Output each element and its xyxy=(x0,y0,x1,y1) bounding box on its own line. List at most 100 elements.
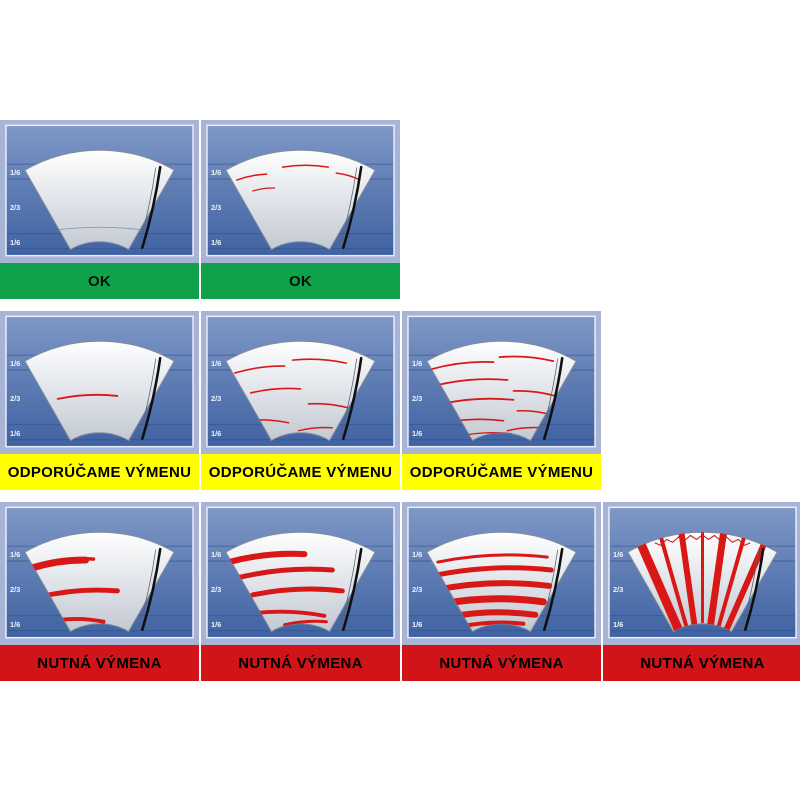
wiper-pattern-graphic: 1/6 2/3 1/6 xyxy=(206,315,395,448)
blade-shadow-line xyxy=(138,167,157,246)
wiper-blade-line xyxy=(341,356,363,441)
wiper-pattern-graphic: 1/6 2/3 1/6 xyxy=(608,506,797,639)
wiper-blade-line xyxy=(140,356,162,441)
wiper-pattern-graphic: 1/6 2/3 1/6 xyxy=(206,124,395,257)
wiper-pattern-graphic: 1/62/31/6 xyxy=(5,506,194,639)
scale-label: 2/3 xyxy=(613,585,623,594)
red-streak xyxy=(59,616,106,624)
red-streak xyxy=(659,536,688,627)
red-streak xyxy=(291,358,348,364)
blade-shadow-line xyxy=(339,167,358,246)
wiper-sweep-area xyxy=(24,149,175,251)
wiper-blade-line xyxy=(140,547,162,632)
scale-label: 2/3 xyxy=(211,585,221,594)
wiper-pattern-graphic: 1/6 2/3 1/6 xyxy=(5,124,194,257)
status-label: ODPORÚČAME VÝMENU xyxy=(0,454,199,490)
status-label: OK xyxy=(0,263,199,299)
scale-label: 1/6 xyxy=(412,550,422,559)
red-streak xyxy=(57,226,142,231)
red-streak xyxy=(432,580,553,593)
red-streak xyxy=(512,389,557,397)
red-streak xyxy=(436,553,549,564)
red-streak xyxy=(234,365,286,374)
wiper-blade-line xyxy=(140,165,162,250)
red-streak xyxy=(429,565,554,579)
scale-label: 2/3 xyxy=(412,585,422,594)
scale-label: 2/3 xyxy=(211,394,221,403)
scale-label: 2/3 xyxy=(10,203,20,212)
red-streak xyxy=(498,355,555,363)
scale-label: 1/6 xyxy=(211,359,221,368)
scale-label: 1/6 xyxy=(10,550,20,559)
scale-label: 1/6 xyxy=(211,550,221,559)
scale-label: 1/6 xyxy=(412,620,422,629)
red-streak xyxy=(678,532,698,626)
red-streak xyxy=(707,532,727,627)
red-streak xyxy=(436,378,509,386)
streak-marks xyxy=(637,532,767,632)
chatter-marks xyxy=(654,534,751,546)
scale-label: 1/6 xyxy=(211,168,221,177)
status-label: NUTNÁ VÝMENA xyxy=(402,645,601,681)
red-streak xyxy=(225,550,308,566)
red-streak xyxy=(236,173,268,181)
scale-label: 1/6 xyxy=(412,429,422,438)
scale-label: 1/6 xyxy=(211,429,221,438)
scale-label: 1/6 xyxy=(613,620,623,629)
red-streak xyxy=(252,187,276,192)
red-streak xyxy=(307,402,350,409)
scale-label: 1/6 xyxy=(211,238,221,247)
status-label: NUTNÁ VÝMENA xyxy=(0,645,199,681)
scale-label: 1/6 xyxy=(10,168,20,177)
red-streak xyxy=(335,172,359,180)
streak-marks xyxy=(429,553,554,629)
wiper-pattern-graphic: 1/6 2/3 1/6 xyxy=(206,506,395,639)
red-streak xyxy=(717,536,746,627)
blade-shadow-line xyxy=(339,549,358,628)
wiper-sweep-area xyxy=(426,340,577,442)
streak-marks xyxy=(236,164,359,192)
wiper-sweep-area xyxy=(24,531,175,633)
scale-label: 1/6 xyxy=(10,429,20,438)
streak-marks xyxy=(56,393,119,400)
blade-shadow-line xyxy=(339,358,358,437)
blade-shadow-line xyxy=(138,358,157,437)
scale-label: 1/6 xyxy=(10,359,20,368)
status-label: ODPORÚČAME VÝMENU xyxy=(201,454,400,490)
red-streak xyxy=(281,164,330,168)
red-streak xyxy=(297,426,334,432)
wiper-pattern-graphic: 1/6 2/3 1/6 xyxy=(407,506,596,639)
scale-label: 1/6 xyxy=(211,620,221,629)
red-streak xyxy=(250,586,345,598)
wiper-blade-line xyxy=(341,547,363,632)
status-label: ODPORÚČAME VÝMENU xyxy=(402,454,601,490)
wiper-blade-line xyxy=(341,165,363,250)
scale-label: 2/3 xyxy=(10,394,20,403)
scale-label: 2/3 xyxy=(412,394,422,403)
red-streak xyxy=(249,387,302,394)
scale-label: 1/6 xyxy=(10,238,20,247)
wiper-blade-line xyxy=(542,356,564,441)
status-label: NUTNÁ VÝMENA xyxy=(201,645,400,681)
scale-label: 2/3 xyxy=(211,203,221,212)
scale-label: 1/6 xyxy=(613,550,623,559)
red-streak xyxy=(56,393,119,400)
scale-label: 1/6 xyxy=(10,620,20,629)
status-label: OK xyxy=(201,263,400,299)
status-label: NUTNÁ VÝMENA xyxy=(603,645,800,681)
wiper-blade-line xyxy=(743,547,765,632)
red-streak xyxy=(234,566,335,581)
red-streak xyxy=(430,360,495,370)
streak-marks xyxy=(57,226,142,231)
wiper-pattern-graphic: 1/6 2/3 1/6 xyxy=(5,315,194,448)
wiper-pattern-graphic: 1/62/31/6 xyxy=(407,315,596,448)
